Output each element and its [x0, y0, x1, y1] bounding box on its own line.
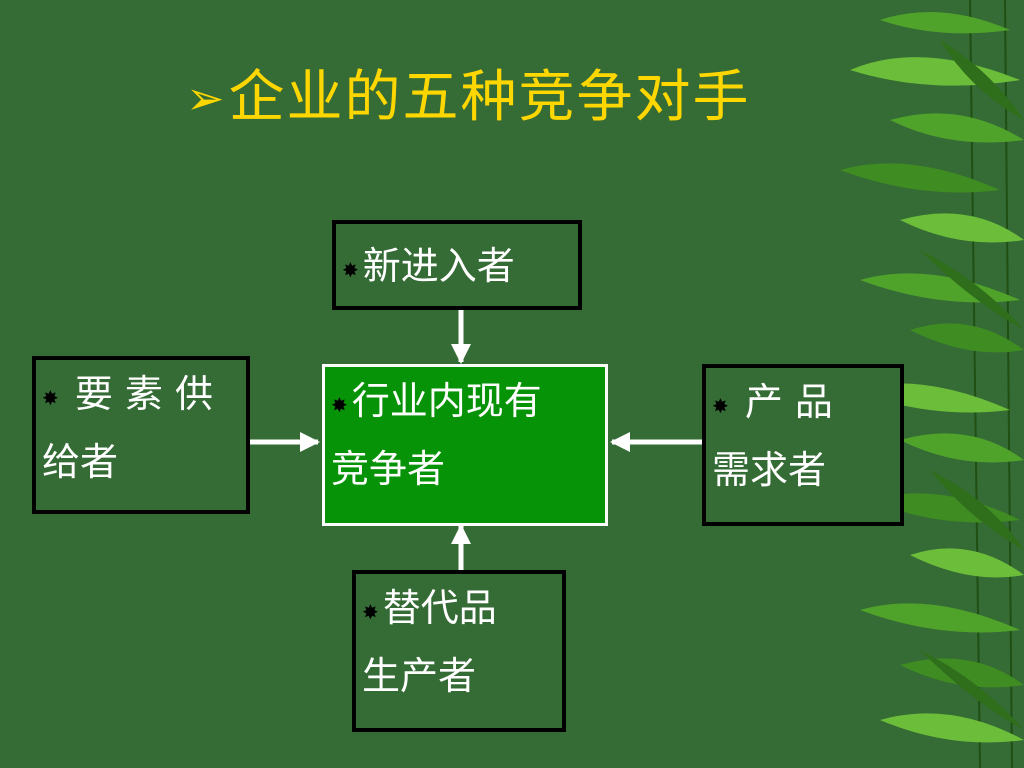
- box-substitutes: ✸替代品 生产者: [352, 570, 566, 732]
- box-text-line2: 给者: [42, 439, 119, 484]
- star-bullet-icon: ✸: [331, 392, 348, 417]
- box-text-line1: 产 品: [732, 380, 833, 424]
- star-bullet-icon: ✸: [342, 257, 359, 282]
- title-text: 企业的五种竞争对手: [228, 65, 751, 130]
- box-text-line2: 生产者: [362, 653, 477, 698]
- box-industry-competitors: ✸行业内现有 竞争者: [322, 364, 608, 526]
- box-text-line1: 行业内现有: [351, 379, 542, 423]
- box-text-line1: 替代品: [382, 586, 497, 630]
- box-new-entrants: ✸新进入者: [332, 220, 582, 310]
- star-bullet-icon: ✸: [712, 393, 729, 418]
- box-text-line2: 需求者: [712, 447, 827, 492]
- star-bullet-icon: ✸: [42, 385, 59, 410]
- star-bullet-icon: ✸: [362, 599, 379, 624]
- arrow-bullet-icon: ➢: [186, 71, 225, 125]
- box-text: 新进入者: [362, 244, 515, 288]
- box-text-line1: 要 素 供: [62, 372, 214, 416]
- box-buyers: ✸ 产 品 需求者: [702, 364, 904, 526]
- box-suppliers: ✸ 要 素 供 给者: [32, 356, 250, 514]
- box-text-line2: 竞争者: [331, 446, 446, 491]
- slide-title: ➢ 企业的五种竞争对手: [186, 58, 751, 138]
